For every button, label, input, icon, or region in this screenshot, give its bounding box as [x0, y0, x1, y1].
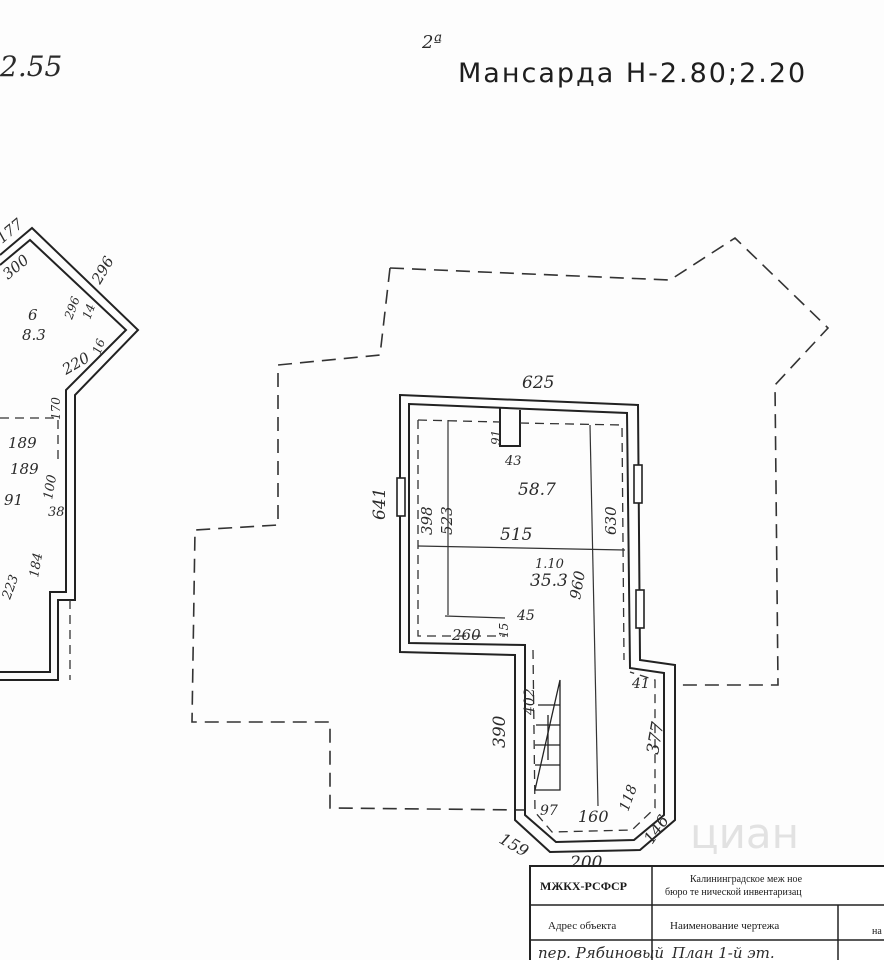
dim-top-width: 625: [522, 373, 554, 393]
left-dim-13: 91: [4, 491, 23, 509]
dim-step-a: 260: [451, 626, 481, 644]
floor-mark: 2ª: [421, 32, 442, 53]
title-block-stamp: МЖКХ-РСФСР Калининградское меж ное бюро …: [529, 865, 884, 960]
dim-step-b: 45: [516, 608, 535, 624]
dim-stair-left: 390: [490, 715, 510, 748]
room-area: 58.7: [518, 480, 556, 500]
stamp-org: МЖКХ-РСФСР: [540, 879, 627, 893]
dim-inner-left-b: 523: [438, 506, 456, 535]
room-sub-area: 35.3: [530, 571, 568, 591]
stamp-bureau-line2: бюро те нической инвентаризац: [665, 887, 802, 898]
left-level-mark: 2.55: [0, 50, 62, 83]
left-dim-5: 8.3: [22, 326, 46, 344]
dim-stair-h: 402: [522, 688, 538, 716]
left-dim-16: 184: [27, 552, 46, 579]
left-dim-11: 189: [8, 434, 37, 452]
left-plan-labels: 177 300 296 6 8.3 296 14 16 220 170 189 …: [0, 215, 118, 603]
dim-chamfer-right: 146: [640, 811, 673, 847]
attic-walls: [399, 393, 676, 854]
staircase: [534, 679, 561, 791]
dim-width-mid: 515: [500, 525, 532, 545]
left-dim-9: 220: [58, 348, 93, 379]
dim-notch-h: 91: [489, 430, 503, 445]
lower-floor-outline: [191, 236, 830, 811]
dim-chamfer-left: 159: [496, 829, 532, 861]
left-dim-2: 300: [0, 251, 33, 283]
dim-corner-top: 41: [631, 676, 650, 692]
dimension-lines: [417, 420, 626, 807]
left-dim-14: 100: [41, 474, 60, 501]
dim-left-height: 641: [370, 488, 390, 520]
dimension-labels: 625 641 58.7 515 398 523 630 1.10 35.3 9…: [370, 373, 673, 873]
left-dim-4: 6: [28, 306, 38, 324]
stamp-drawing-value: План 1-й эт.: [671, 944, 775, 960]
left-dim-7: 14: [80, 302, 98, 321]
left-partial-walls: [0, 226, 140, 681]
left-partial-dashed: [0, 417, 71, 680]
stamp-drawing-label: Наименование чертежа: [670, 920, 779, 932]
stamp-bureau-line1: Калининградское меж ное: [690, 874, 803, 885]
dim-bottom-b: 160: [578, 807, 609, 826]
left-dim-12: 189: [10, 460, 39, 478]
stamp-address-value: пер. Рябиновый: [538, 944, 664, 960]
left-dim-17: 223: [0, 573, 22, 602]
sheet-title: Мансарда Н-2.80;2.20: [458, 58, 807, 89]
left-dim-6: 296: [61, 294, 82, 322]
dim-bottom-a: 97: [540, 803, 558, 819]
interior-dashed: [417, 419, 656, 833]
watermark: циан: [690, 809, 799, 858]
left-dim-1: 177: [0, 215, 27, 247]
room-number: 1.10: [535, 557, 564, 572]
left-dim-3: 296: [87, 253, 118, 288]
dim-inner-left-a: 398: [418, 506, 436, 535]
left-dim-10: 170: [49, 397, 63, 420]
left-dim-15: 38: [48, 505, 65, 520]
dim-vertical-long: 960: [566, 569, 589, 601]
dim-notch-w: 43: [504, 454, 522, 469]
stamp-col3: на: [872, 926, 882, 937]
stamp-address-label: Адрес объекта: [548, 920, 616, 932]
left-dim-8: 16: [90, 337, 109, 356]
windows: [396, 464, 645, 629]
dim-step-c: 15: [497, 623, 511, 638]
dim-bottom-c: 118: [617, 783, 641, 814]
dim-inner-right: 630: [602, 506, 620, 535]
